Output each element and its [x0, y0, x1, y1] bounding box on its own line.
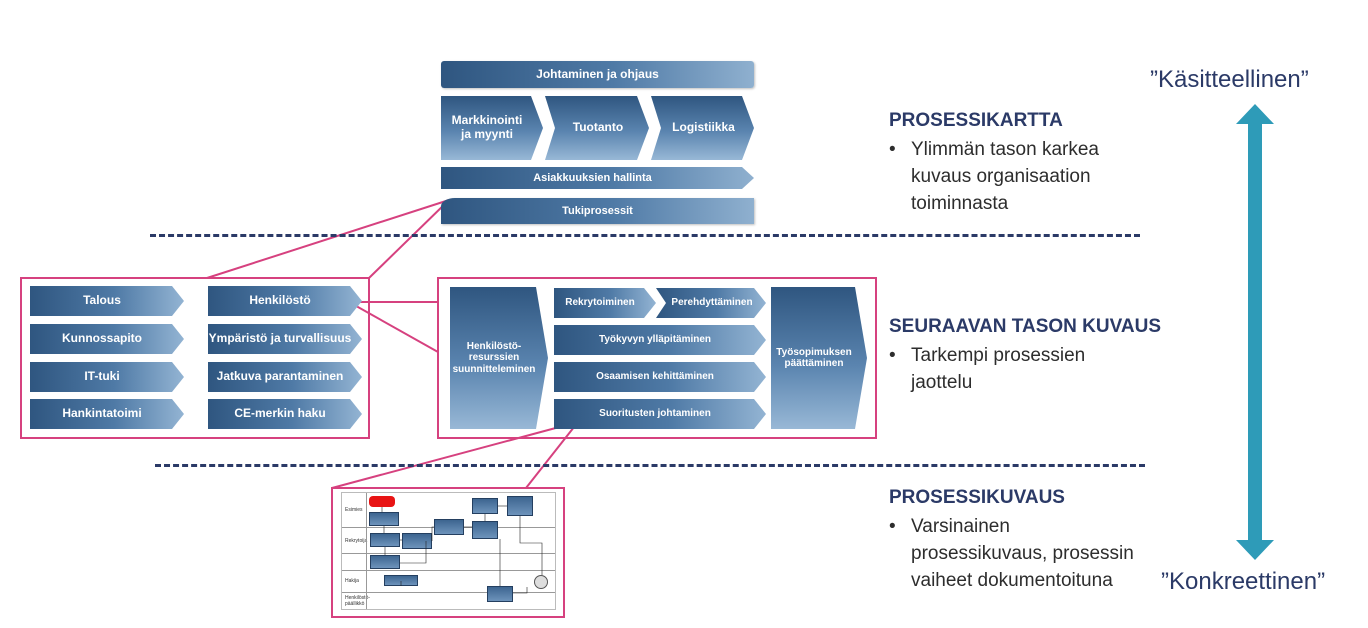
flowchart-step — [370, 555, 400, 569]
level-heading-processdesc: PROSESSIKUVAUS — [889, 487, 1065, 508]
connector-tuki-right — [368, 199, 450, 279]
process-asiakkuuksien-hallinta: Asiakkuuksien hallinta — [441, 167, 754, 189]
support-hankintatoimi: Hankintatoimi — [30, 399, 184, 429]
level-bullet-text: Tarkempi prosessien jaottelu — [911, 345, 1086, 393]
process-logistiikka: Logistiikka — [651, 96, 754, 160]
level-bullet-processmap: • Ylimmän tason karkea kuvaus organisaat… — [889, 136, 1149, 218]
hr-tyokyvyn-yllapitaminen: Työkyvyn ylläpitäminen — [554, 325, 766, 355]
process-johtaminen: Johtaminen ja ohjaus — [441, 61, 754, 88]
flowchart-step — [402, 533, 432, 549]
process-tuotanto: Tuotanto — [545, 96, 649, 160]
hr-processes-frame — [437, 277, 877, 439]
flowchart-step — [434, 519, 464, 535]
flowchart-lane-label: Hakija — [345, 578, 359, 584]
flowchart-lane-divider — [366, 493, 367, 609]
flowchart-step — [370, 533, 400, 547]
flowchart-connectors — [381, 505, 543, 594]
flowchart-lane-5: Henkilöstö- päällikkö — [342, 593, 555, 611]
flowchart-step — [487, 586, 513, 602]
hr-osaamisen-kehittaminen: Osaamisen kehittäminen — [554, 362, 766, 392]
support-talous: Talous — [30, 286, 184, 316]
flowchart-frame — [331, 487, 565, 618]
level-bullet-text: Varsinainen prosessikuvaus, prosessin va… — [911, 516, 1134, 591]
flowchart-thumbnail: Esimies Rekrytoija Hakija Henkilöstö- pä… — [341, 492, 556, 610]
bullet-dot: • — [889, 516, 896, 537]
connector-suor-right — [525, 421, 579, 489]
flowchart-lane-3 — [342, 554, 555, 571]
level-heading-processmap: PROSESSIKARTTA — [889, 110, 1063, 131]
scale-bottom-label: ”Konkreettinen” — [1161, 568, 1326, 595]
level-separator-1 — [150, 234, 1140, 237]
double-arrow-icon — [1236, 104, 1274, 560]
flowchart-start-node — [369, 496, 395, 507]
process-tukiprosessit: Tukiprosessit — [441, 198, 754, 224]
flowchart-step — [472, 498, 498, 514]
level-bullet-processdesc: • Varsinainen prosessikuvaus, prosessin … — [889, 513, 1159, 595]
flowchart-lane-label: Esimies — [345, 507, 363, 513]
bullet-dot: • — [889, 139, 896, 160]
level-bullet-next: • Tarkempi prosessien jaottelu — [889, 342, 1149, 398]
support-ymparisto: Ympäristö ja turvallisuus — [208, 324, 362, 354]
flowchart-step — [369, 512, 399, 526]
support-processes-frame — [20, 277, 370, 439]
support-kunnossapito: Kunnossapito — [30, 324, 184, 354]
hr-perehdyttaminen: Perehdyttäminen — [656, 288, 766, 318]
support-it-tuki: IT-tuki — [30, 362, 184, 392]
connector-henk-bottom — [348, 301, 439, 353]
support-henkilosto: Henkilöstö — [208, 286, 362, 316]
hr-tyosopimuksen-paattaminen: Työsopimuksen päättäminen — [771, 287, 867, 429]
flowchart-lane-2: Rekrytoija — [342, 528, 555, 554]
flowchart-lane-label: Rekrytoija — [345, 538, 368, 544]
level-separator-2 — [155, 464, 1145, 467]
scale-top-label: ”Käsitteellinen” — [1150, 66, 1309, 93]
process-markkinointi: Markkinointi ja myynti — [441, 96, 543, 160]
hr-rekrytoiminen: Rekrytoiminen — [554, 288, 656, 318]
bullet-dot: • — [889, 345, 896, 366]
level-heading-next: SEURAAVAN TASON KUVAUS — [889, 316, 1161, 337]
level-bullet-text: Ylimmän tason karkea kuvaus organisaatio… — [911, 139, 1099, 214]
connector-tuki-left — [206, 199, 450, 279]
flowchart-step — [507, 496, 533, 516]
flowchart-end-node — [534, 575, 548, 589]
hr-suunnitteleminen: Henkilöstö- resurssien suunnitteleminen — [450, 287, 548, 429]
hr-suoritusten-johtaminen: Suoritusten johtaminen — [554, 399, 766, 429]
support-jatkuva-parantaminen: Jatkuva parantaminen — [208, 362, 362, 392]
support-ce-merkin-haku: CE-merkin haku — [208, 399, 362, 429]
flowchart-lane-label: Henkilöstö- päällikkö — [345, 595, 371, 607]
flowchart-lane-4: Hakija — [342, 571, 555, 593]
flowchart-step — [472, 521, 498, 539]
connector-suor-left — [331, 421, 579, 489]
